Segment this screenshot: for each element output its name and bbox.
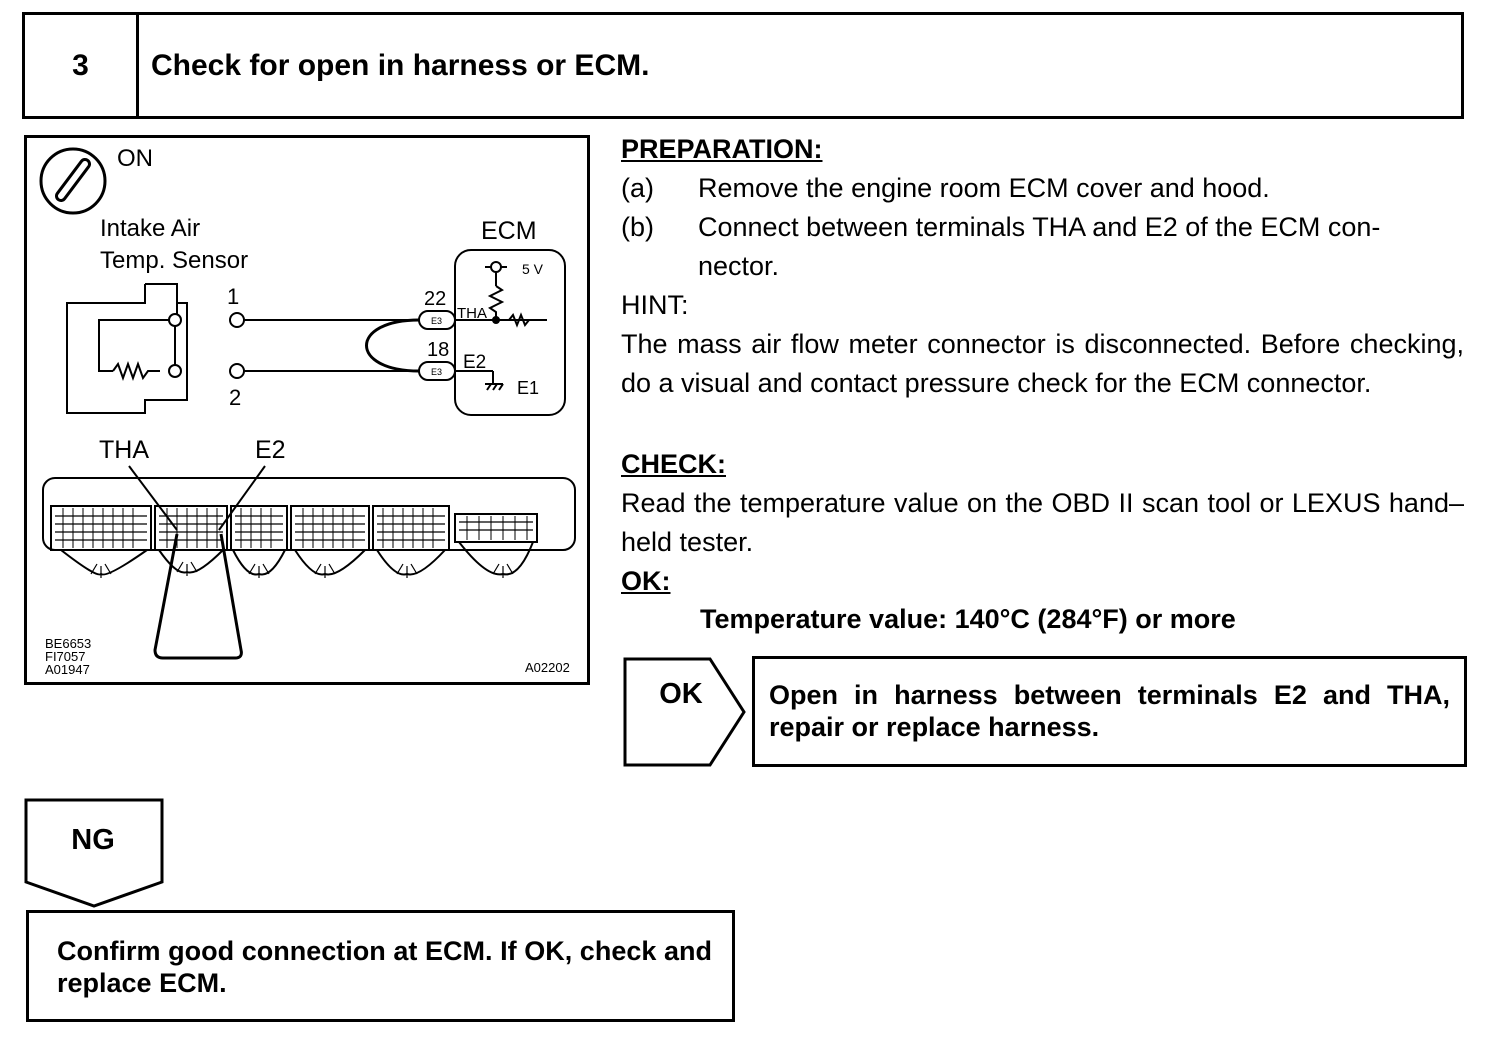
prep-b-text-line2: nector. [698, 251, 780, 281]
pin1-label: 1 [227, 284, 239, 309]
intake-air-temp-sensor-icon [66, 283, 188, 414]
hint-heading: HINT: [621, 290, 689, 320]
sensor-label-line1: Intake Air [100, 215, 200, 242]
header-divider [136, 15, 139, 116]
ng-arrow-icon [24, 798, 164, 908]
ignition-switch-icon [39, 147, 107, 215]
check-heading: CHECK: [621, 449, 726, 479]
ok-heading: OK: [621, 566, 671, 596]
switch-on-label: ON [117, 145, 153, 172]
connector-code-bottom: E3 [431, 367, 442, 377]
ok-result-text: Open in harness between terminals E2 and… [769, 680, 1450, 742]
e1-label: E1 [517, 378, 539, 398]
step-number: 3 [72, 49, 89, 82]
ecm-internal-circuit [455, 261, 547, 391]
prep-b-marker: (b) [621, 212, 654, 242]
ecm-box [454, 249, 566, 416]
tha-inner-label: THA [457, 305, 487, 322]
prep-a-marker: (a) [621, 173, 654, 203]
ok-arrow-icon [623, 657, 746, 767]
ok-label: OK [659, 678, 703, 710]
ng-label: NG [71, 824, 115, 856]
ref-code-4: A02202 [525, 660, 570, 675]
terminal-22-label: 22 [424, 288, 446, 310]
pin2-label: 2 [229, 385, 241, 410]
ref-code-2: FI7057 [45, 649, 85, 664]
wiring-figure: ON Intake Air Temp. Sensor ECM 1 2 [24, 135, 590, 685]
sensor-label-line2: Temp. Sensor [100, 247, 248, 274]
e2-inner-label: E2 [463, 352, 486, 373]
voltage-label: 5 V [522, 261, 544, 277]
step-title: Check for open in harness or ECM. [151, 49, 650, 82]
preparation-heading: PREPARATION: [621, 134, 823, 164]
e2-pointer-label: E2 [255, 436, 286, 464]
ref-code-1: BE6653 [45, 636, 91, 651]
ng-result-box: Confirm good connection at ECM. If OK, c… [26, 910, 735, 1022]
jumper-wire-icon [153, 533, 243, 660]
ecm-label: ECM [481, 217, 537, 245]
terminal-18-label: 18 [427, 339, 449, 361]
prep-b-text-line1: Connect between terminals THA and E2 of … [698, 212, 1381, 242]
wiring-diagram: ON Intake Air Temp. Sensor ECM 1 2 [39, 145, 576, 677]
check-text: Read the temperature value on the OBD II… [621, 488, 1464, 557]
harness-wires [244, 318, 420, 373]
ng-result-text: Confirm good connection at ECM. If OK, c… [57, 936, 712, 998]
ref-code-3: A01947 [45, 662, 90, 677]
ecm-connector-block-icon [42, 465, 576, 578]
harness-pins [229, 312, 245, 379]
step-header: 3 Check for open in harness or ECM. [22, 12, 1464, 119]
connector-code-top: E3 [431, 316, 442, 326]
prep-a-text: Remove the engine room ECM cover and hoo… [698, 173, 1270, 203]
ok-spec: Temperature value: 140°C (284°F) or more [700, 604, 1236, 634]
ecm-connectors [418, 310, 456, 381]
tha-pointer-label: THA [99, 436, 149, 464]
hint-text: The mass air flow meter connector is dis… [621, 329, 1464, 398]
ok-result-box: Open in harness between terminals E2 and… [752, 656, 1467, 767]
